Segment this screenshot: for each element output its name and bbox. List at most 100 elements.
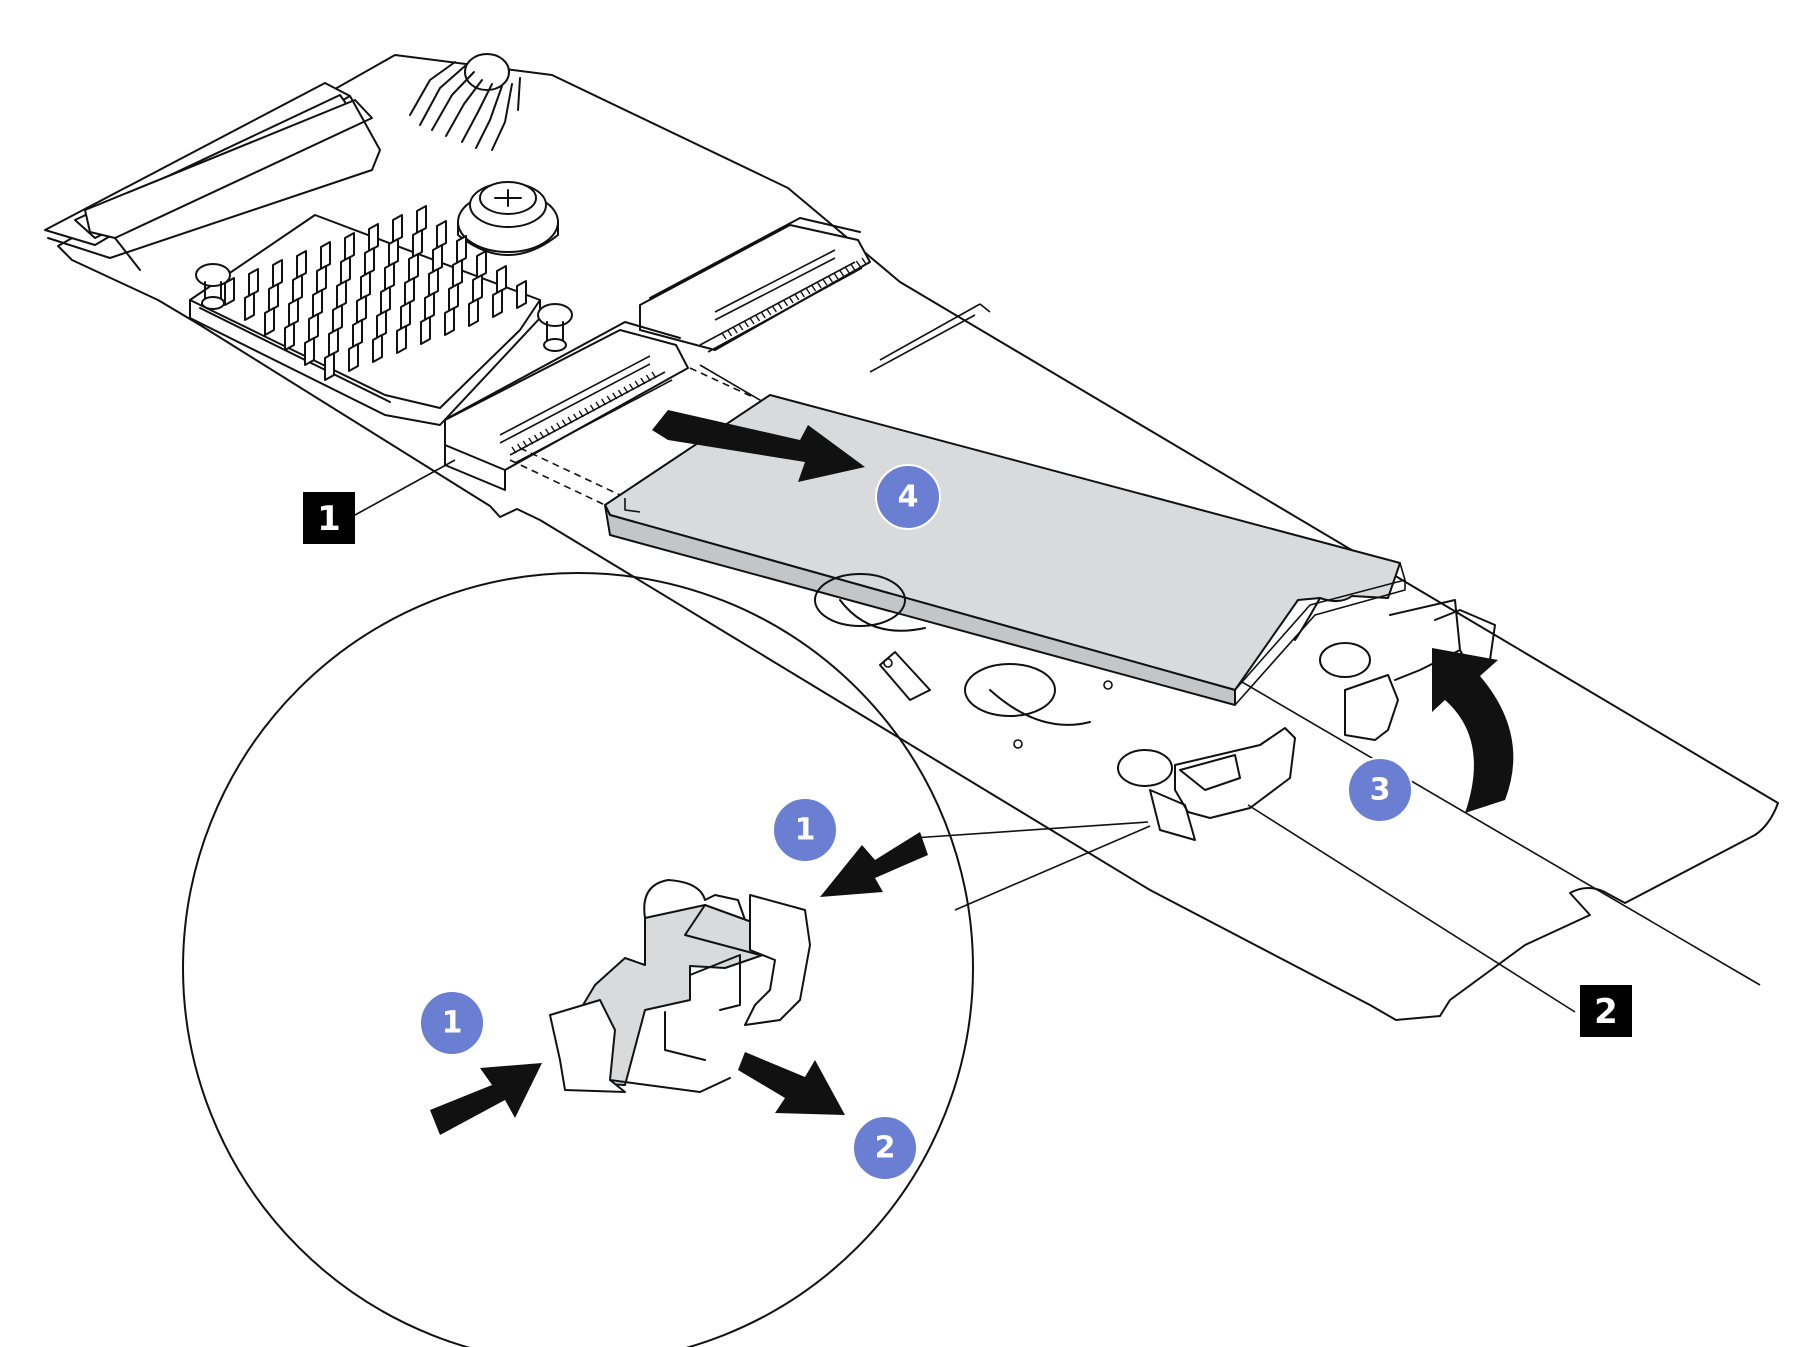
contact-pin: [606, 395, 612, 403]
push-arrow-upper: [820, 832, 928, 897]
contact-pin: [822, 278, 828, 286]
step-badge-2: 2: [852, 1115, 918, 1181]
contact-pin: [749, 317, 755, 325]
contact-pin: [732, 326, 738, 334]
contact-pin: [640, 377, 646, 385]
heatsink-fin: [360, 271, 371, 300]
heatsink-fin: [432, 244, 443, 273]
heatsink-fin: [348, 343, 359, 372]
slot-contact-pins: [511, 257, 867, 454]
contact-pin: [651, 371, 657, 379]
m2-slot-front: [444, 321, 689, 491]
contact-pin: [533, 434, 539, 442]
step-label: 3: [1370, 773, 1391, 808]
heatsink-fin: [396, 325, 407, 354]
heatsink-fin: [308, 313, 319, 342]
heatsink-fin: [288, 298, 299, 327]
contact-pin: [833, 272, 839, 280]
heatsink-fin: [492, 289, 503, 318]
pivot-up-arrow: [1432, 648, 1514, 813]
heatsink-fin: [416, 205, 427, 234]
heatsink-fin: [452, 259, 463, 288]
heatsink-fin: [420, 316, 431, 345]
contact-pin: [760, 311, 766, 319]
heatsink-fin: [448, 283, 459, 312]
contact-pin: [522, 440, 528, 448]
contact-pin: [844, 266, 850, 274]
retainer-clip: [1117, 727, 1296, 841]
heatsink-fin: [384, 262, 395, 291]
heatsink-fin: [436, 220, 447, 249]
contact-pin: [578, 410, 584, 418]
heatsink-fin: [380, 286, 391, 315]
contact-pin: [623, 386, 629, 394]
retainer-open-position: [1319, 599, 1496, 741]
heatsink-fin: [340, 256, 351, 285]
contact-pin: [788, 296, 794, 304]
contact-pin: [783, 299, 789, 307]
heatsink-fin: [328, 328, 339, 357]
heatsink-fin: [404, 277, 415, 306]
contact-pin: [561, 419, 567, 427]
heatsink-fin: [224, 277, 235, 306]
heatsink-fin: [444, 307, 455, 336]
contact-pin: [567, 416, 573, 424]
heatsink-fin: [496, 265, 507, 294]
heatsink-fin: [388, 238, 399, 267]
step-badge-1-lower: 1: [419, 990, 485, 1056]
heatsink-fin: [336, 280, 347, 309]
contact-pin: [850, 263, 856, 271]
heatsink-fin: [324, 352, 335, 381]
contact-pin: [755, 314, 761, 322]
heatsink-fin: [376, 310, 387, 339]
contact-pin: [595, 401, 601, 409]
contact-pin: [573, 413, 579, 421]
standoff-left: [195, 263, 231, 310]
contact-pin: [743, 320, 749, 328]
heatsink-fin: [400, 301, 411, 330]
contact-pin: [545, 428, 551, 436]
contact-pin: [589, 404, 595, 412]
heatsink-fin: [272, 259, 283, 288]
heatsink-fin: [268, 283, 279, 312]
contact-pin: [727, 329, 733, 337]
callout-label-1: 1: [317, 499, 341, 539]
heatsink-fin: [472, 274, 483, 303]
contact-pin: [738, 323, 744, 331]
contact-pin: [629, 383, 635, 391]
contact-pin: [617, 389, 623, 397]
contact-pin: [839, 269, 845, 277]
heatsink-fin: [264, 307, 275, 336]
contact-pin: [861, 257, 867, 265]
heatsink-fin: [412, 229, 423, 258]
heatsink-fin: [424, 292, 435, 321]
retainer-clip-zoomed: [549, 879, 811, 1093]
contact-pin: [612, 392, 618, 400]
heatsink-fin: [456, 235, 467, 264]
contact-pin: [550, 425, 556, 433]
heatsink-fin: [468, 298, 479, 327]
heatsink-fin: [248, 268, 259, 297]
contact-pin: [511, 446, 517, 454]
board-holes: [814, 573, 1113, 749]
power-connector: [409, 53, 521, 151]
zoom-detail-view: [182, 572, 1151, 1347]
mounting-screw: [457, 181, 559, 256]
contact-pin: [584, 407, 590, 415]
contact-pin: [539, 431, 545, 439]
callout-2-leader: [1247, 804, 1576, 1013]
step-badge-3: 3: [1347, 757, 1413, 823]
callout-1-leader: [354, 459, 456, 516]
callout-box-2: 2: [1580, 985, 1632, 1037]
heatsink-fin: [312, 289, 323, 318]
heatsink-fin: [296, 250, 307, 279]
heatsink-fins: [224, 205, 527, 381]
contact-pin: [771, 305, 777, 313]
heatsink-fin: [356, 295, 367, 324]
step-label: 2: [875, 1131, 896, 1166]
callout-label-2: 2: [1594, 992, 1618, 1032]
heatsink-fin: [392, 214, 403, 243]
heatsink-fin: [320, 241, 331, 270]
